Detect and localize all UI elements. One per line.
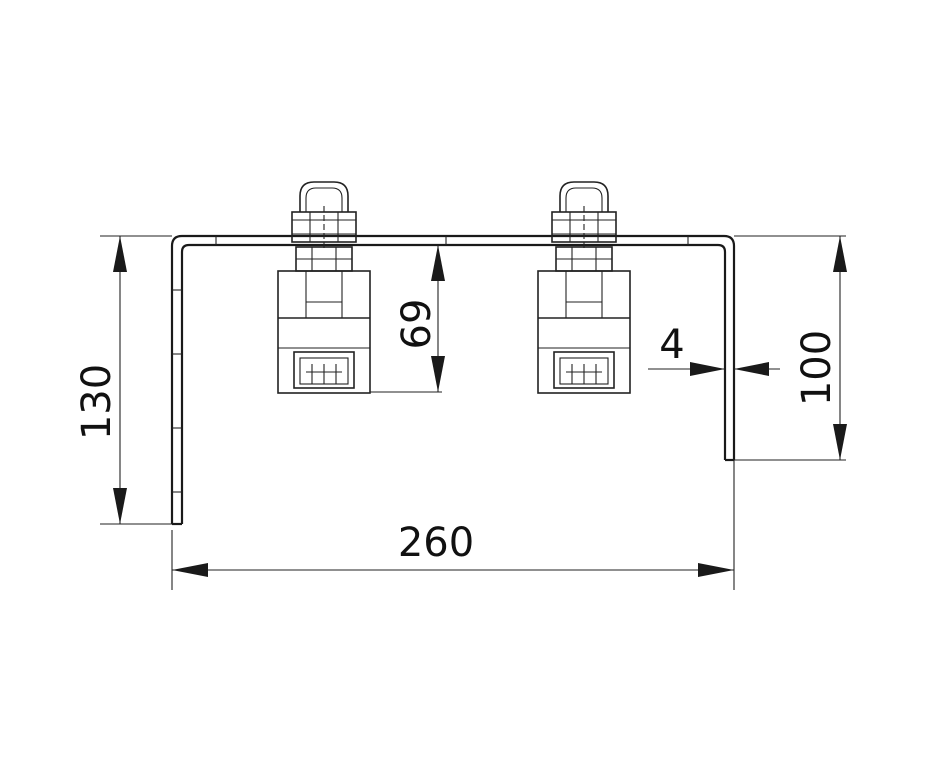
dimension-label-69: 69 [394,299,440,350]
arrowhead [431,356,445,392]
arrowhead [690,362,725,376]
arrowhead [698,563,734,577]
dimension-height-right: 100 [734,235,847,461]
arrowhead [431,245,445,281]
arrowhead [833,236,847,272]
dimension-label-4: 4 [659,322,684,368]
dimension-label-100: 100 [794,330,840,406]
dimension-carriage-height: 69 [370,245,445,393]
arrowhead [113,236,127,272]
arrowhead [113,488,127,524]
bracket-profile [170,234,736,526]
roller-carriage-right [537,181,631,394]
arrowhead [734,362,769,376]
arrowhead [172,563,208,577]
dimension-thickness: 4 [648,322,780,376]
arrowhead [833,424,847,460]
dimension-height-left: 130 [74,235,172,525]
dimension-label-260: 260 [398,520,474,566]
dimension-width: 260 [171,460,735,590]
dimension-label-130: 130 [74,364,120,440]
roller-carriage-left [277,181,371,394]
